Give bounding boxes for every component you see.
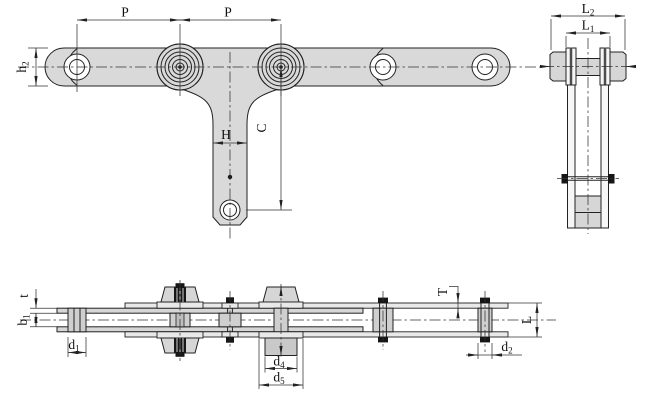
dim-t: t: [16, 289, 59, 314]
dim-d1: d1: [67, 337, 87, 357]
dim-H: H: [213, 127, 247, 145]
bushing-pin-1: [67, 307, 87, 333]
attachment-bolt-plan: [218, 291, 242, 350]
dim-label-p1: P: [121, 5, 129, 20]
dim-label-d2: d2: [501, 339, 512, 356]
dim-C: C: [246, 67, 292, 211]
dim-L: L: [491, 302, 542, 338]
dim-h2: h2: [14, 47, 48, 87]
outer-plate-bottom: [124, 331, 509, 338]
roller-with-boss: [258, 284, 304, 357]
dim-L2: L2: [550, 1, 626, 50]
dim-P1-P2: P P: [77, 5, 281, 22]
dim-label-t: t: [16, 294, 31, 298]
dim-L1: L1: [565, 18, 611, 47]
dim-label-b1: b1: [15, 314, 32, 325]
bushing-pin-4: [372, 291, 394, 350]
dim-d4: d4: [264, 354, 298, 373]
dim-label-p2: P: [224, 5, 232, 20]
dim-label-T: T: [435, 287, 450, 296]
flanged-roller: [156, 280, 204, 361]
hanger-arm-left: [567, 84, 576, 229]
dim-b1: b1: [15, 313, 59, 328]
dim-label-H: H: [221, 127, 231, 142]
dim-label-d1: d1: [68, 337, 79, 354]
dim-T: T: [435, 286, 460, 319]
end-view: L2 L1: [540, 1, 636, 234]
dim-label-L: L: [519, 316, 534, 324]
dim-label-d4: d4: [273, 354, 285, 371]
inner-plate-bottom: [56, 326, 364, 333]
dim-label-L2: L2: [582, 1, 595, 18]
plan-view: d1: [15, 280, 556, 389]
dim-label-d5: d5: [273, 370, 285, 387]
dim-label-L1: L1: [582, 18, 595, 35]
dim-d2: d2: [466, 339, 522, 359]
dim-label-h2: h2: [14, 61, 31, 72]
attachment-plate-outline: [182, 89, 278, 226]
hanger-arm-right: [600, 84, 609, 229]
inner-plate-top: [56, 307, 364, 314]
bushing-pin-5: [477, 291, 493, 352]
dim-d5: d5: [258, 339, 304, 389]
side-view: P P h2 H C: [14, 5, 545, 240]
dim-label-C: C: [254, 123, 269, 132]
